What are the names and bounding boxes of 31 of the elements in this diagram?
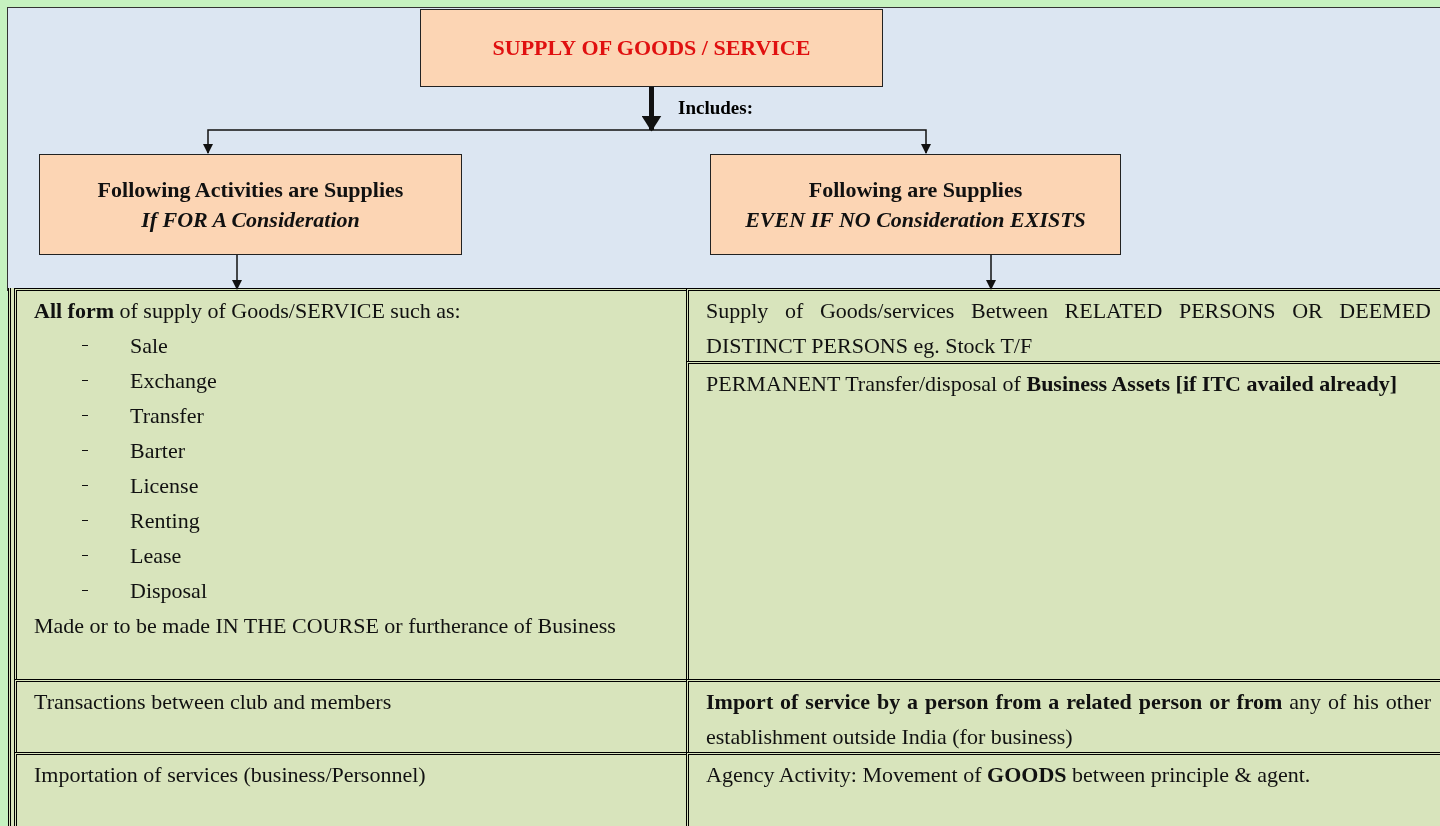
cell-text: All form of supply of Goods/SERVICE such as:	[34, 297, 462, 325]
arrow	[643, 87, 660, 132]
list-item: Exchange	[130, 367, 217, 395]
box-heading: Following Activities are Supplies	[97, 175, 404, 204]
arrow	[650, 128, 931, 154]
list-item: Barter	[130, 437, 185, 465]
cell-text: Import of service by a person from a related person or from any of his other establishment outside India (for business)	[706, 688, 1431, 751]
cell-text: Supply of Goods/services Between RELATED PERSONS OR DEEMED DISTINCT PERSONS eg. Stock T/F	[706, 297, 1431, 360]
branch-label: Includes:	[678, 97, 753, 119]
process-box	[420, 9, 883, 87]
cell-text: Made or to be made IN THE COURSE or furtherance of Business	[34, 612, 617, 640]
list-item: Renting	[130, 507, 200, 535]
arrow	[232, 254, 242, 290]
box-subheading: EVEN IF NO Consideration EXISTS	[745, 205, 1086, 234]
table-cell	[686, 288, 1440, 364]
cell-text: Importation of services (business/Personnel)	[34, 761, 427, 789]
list-item: Sale	[130, 332, 168, 360]
process-box	[39, 154, 462, 255]
arrow	[203, 128, 653, 154]
cell-text: Agency Activity: Movement of GOODS between principle & agent.	[706, 761, 1312, 789]
list-item: Transfer	[130, 402, 204, 430]
process-box	[710, 154, 1121, 255]
box-subheading: If FOR A Consideration	[141, 205, 360, 234]
cell-text: Transactions between club and members	[34, 688, 393, 716]
box-title: SUPPLY OF GOODS / SERVICE	[492, 35, 811, 61]
list-item: Disposal	[130, 577, 207, 605]
arrow	[986, 254, 996, 290]
list-item: License	[130, 472, 199, 500]
list-item: Lease	[130, 542, 182, 570]
box-heading: Following are Supplies	[808, 175, 1023, 204]
cell-text: PERMANENT Transfer/disposal of Business Assets [if ITC availed already]	[706, 370, 1399, 398]
